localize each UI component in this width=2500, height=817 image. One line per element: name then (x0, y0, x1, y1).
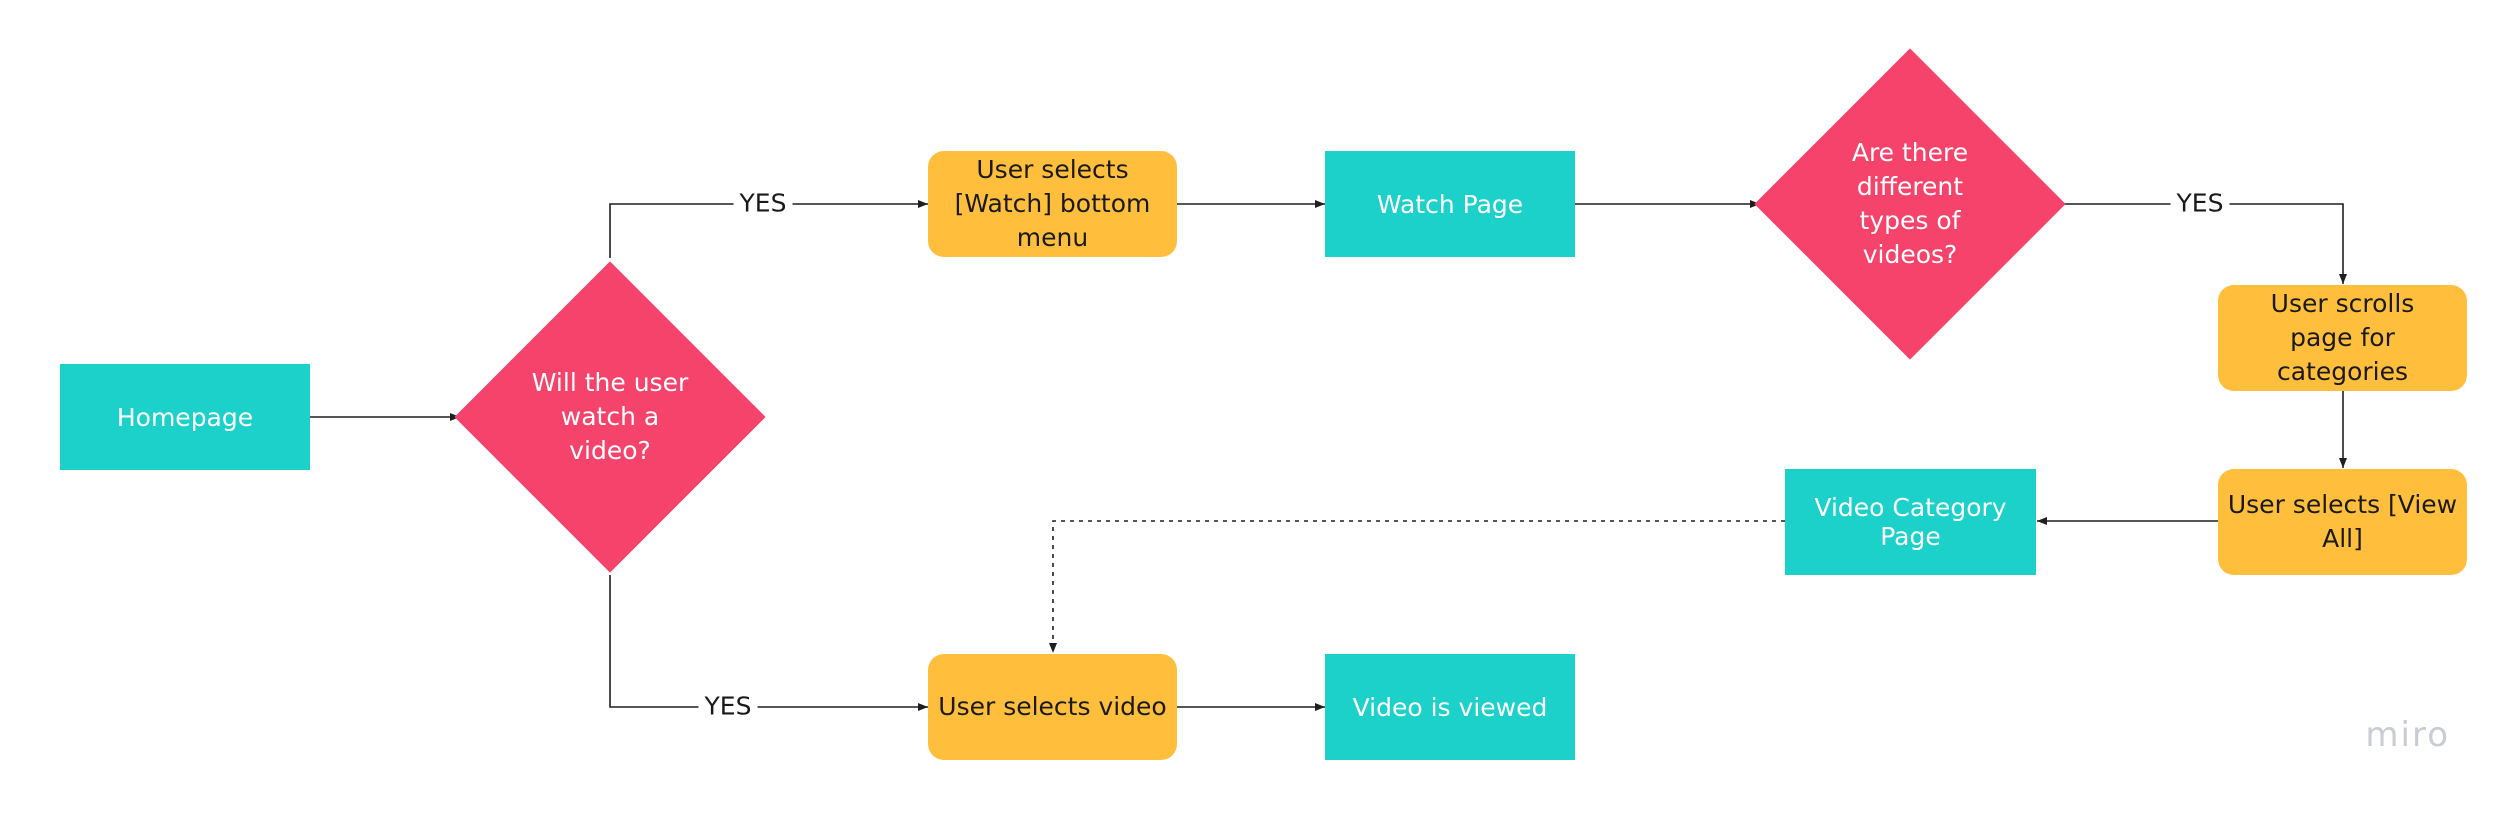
node-select-video-label: User selects video (938, 692, 1167, 721)
node-select-view-all[interactable]: User selects [View All] (2218, 469, 2467, 575)
edge-decision-yes-top (609, 200, 928, 258)
node-video-viewed-label: Video is viewed (1352, 692, 1548, 722)
node-video-category-page-label: Video Category Page (1814, 493, 2007, 551)
node-homepage-label: Homepage (116, 402, 254, 432)
node-select-watch-menu-label: User selects [Watch] bottom menu (954, 155, 1151, 252)
node-decision-types-label: Are there different types of videos? (1851, 138, 1969, 269)
node-scroll-categories[interactable]: User scrolls page for categories (2218, 285, 2467, 391)
node-select-watch-menu[interactable]: User selects [Watch] bottom menu (928, 151, 1177, 257)
node-video-viewed[interactable]: Video is viewed (1325, 654, 1575, 760)
edge-label-yes-bottom: YES (698, 691, 758, 721)
node-video-category-page[interactable]: Video Category Page (1785, 469, 2036, 575)
miro-logo: miro (2365, 715, 2450, 755)
edge-label-yes-top: YES (733, 188, 793, 218)
edge-category-to-select-video (1049, 520, 1785, 653)
node-select-video[interactable]: User selects video (928, 654, 1177, 760)
edge-decision-yes-bottom (609, 575, 928, 711)
node-homepage[interactable]: Homepage (60, 364, 310, 470)
edge-decision-types-yes (2060, 203, 2347, 284)
edge-label-yes-right: YES (2170, 188, 2230, 218)
node-decision-watch-label: Will the user watch a video? (531, 367, 689, 465)
node-scroll-categories-label: User scrolls page for categories (2270, 289, 2415, 386)
node-watch-page[interactable]: Watch Page (1325, 151, 1575, 257)
node-select-view-all-label: User selects [View All] (2227, 490, 2458, 553)
node-watch-page-label: Watch Page (1376, 189, 1524, 219)
node-decision-types[interactable]: Are there different types of videos? (1754, 46, 2066, 362)
node-decision-watch[interactable]: Will the user watch a video? (454, 258, 766, 575)
